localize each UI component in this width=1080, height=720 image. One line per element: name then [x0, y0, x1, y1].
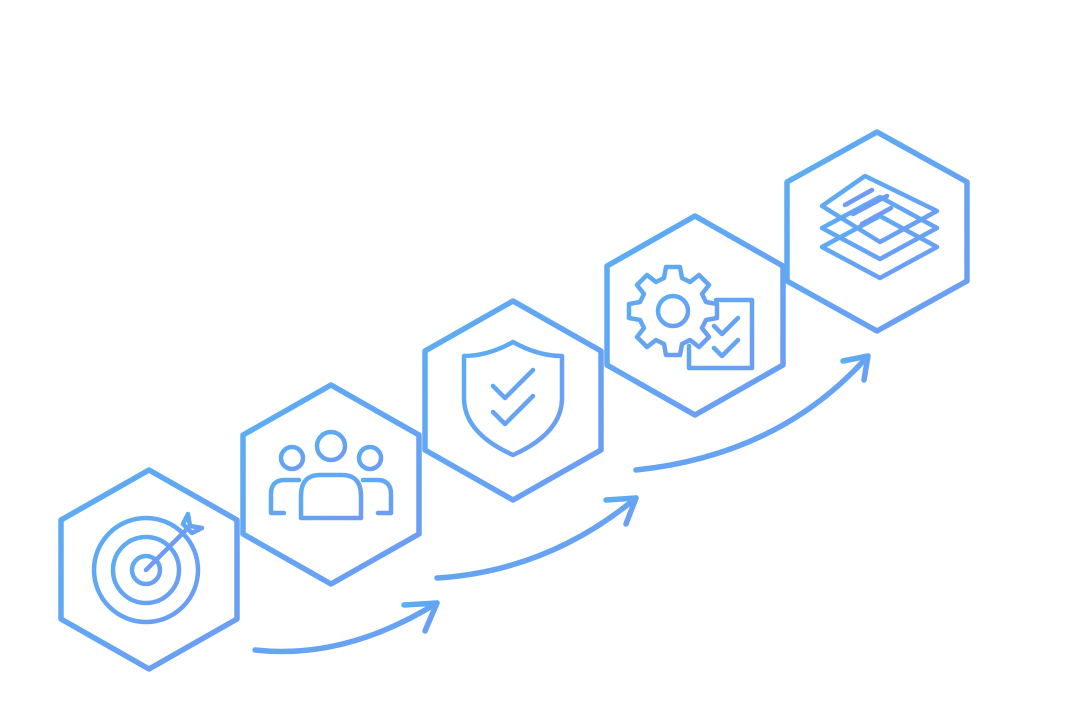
step-2-hexagon	[240, 382, 422, 587]
step-3-hexagon	[422, 298, 604, 503]
target-icon	[91, 511, 205, 625]
step-5-hexagon	[784, 129, 970, 334]
gear-checklist-icon	[626, 264, 755, 371]
step-4-hexagon	[604, 213, 786, 418]
curved-arrow-icon	[434, 495, 639, 581]
team-icon	[268, 429, 394, 521]
stacked-documents-icon	[819, 173, 940, 281]
step-1-hexagon	[58, 467, 240, 672]
shield-check-icon	[461, 339, 565, 458]
connector-arrow-1	[252, 600, 440, 655]
step-5-documents	[784, 129, 970, 334]
step-1-target	[58, 467, 240, 672]
connector-arrow-3	[633, 353, 871, 473]
step-4-settings	[604, 213, 786, 418]
connector-arrow-2	[434, 495, 639, 581]
step-2-team	[240, 382, 422, 587]
step-3-shield	[422, 298, 604, 503]
curved-arrow-icon	[633, 353, 871, 473]
curved-arrow-icon	[252, 600, 440, 655]
